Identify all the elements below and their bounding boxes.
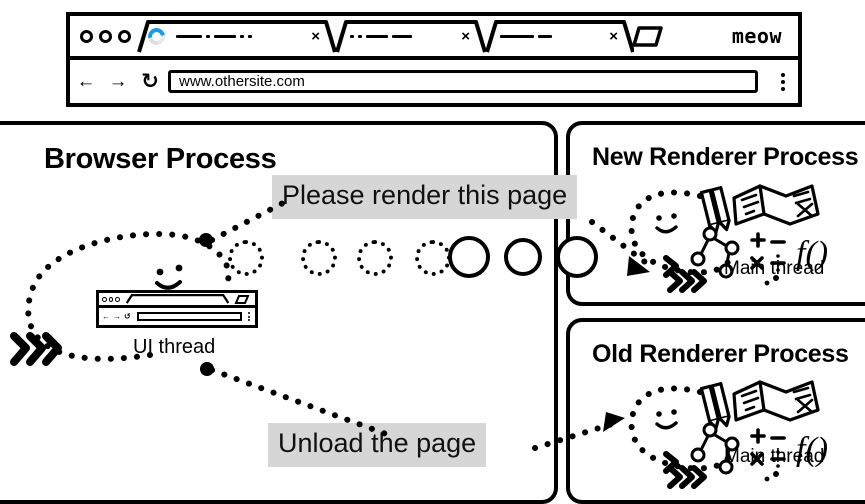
kebab-menu-icon[interactable] bbox=[768, 72, 798, 91]
new-tab-button[interactable] bbox=[630, 25, 664, 47]
book-mark bbox=[796, 398, 814, 414]
mini-kebab-icon bbox=[248, 312, 252, 321]
mini-back-icon: ← bbox=[102, 311, 110, 321]
panel-title-old-renderer: Old Renderer Process bbox=[592, 340, 849, 368]
tab-title-placeholder bbox=[172, 34, 304, 38]
book-lines bbox=[740, 386, 812, 412]
panel-title-browser-process: Browser Process bbox=[44, 143, 277, 175]
address-bar[interactable]: www.othersite.com bbox=[168, 70, 758, 93]
task-circle-pending bbox=[228, 240, 264, 276]
math-symbols-icon bbox=[750, 232, 786, 272]
mini-tab-shape bbox=[125, 294, 230, 304]
tab-title-placeholder bbox=[346, 34, 454, 38]
tab-close-icon[interactable]: × bbox=[311, 27, 320, 45]
pencil-icon bbox=[699, 382, 731, 430]
old-renderer-work-icons: f() bbox=[626, 378, 865, 488]
sparkle-dots bbox=[764, 275, 779, 286]
svg-text:f(): f() bbox=[796, 235, 828, 272]
node-graph-icon bbox=[690, 422, 740, 475]
function-icon: f() bbox=[796, 235, 828, 272]
browser-window: × × bbox=[66, 12, 802, 107]
task-circle-active bbox=[556, 236, 598, 278]
node-graph-icon bbox=[690, 226, 740, 279]
back-icon[interactable]: ← bbox=[76, 71, 96, 92]
mini-forward-icon: → bbox=[113, 311, 121, 321]
forward-icon[interactable]: → bbox=[108, 71, 128, 92]
browser-toolbar: ← → ↻ www.othersite.com bbox=[70, 60, 798, 107]
tab-shape bbox=[128, 19, 336, 53]
tab-title-placeholder bbox=[496, 34, 602, 38]
tab-shape bbox=[476, 19, 634, 53]
tab-strip: × × bbox=[70, 16, 798, 60]
new-renderer-main-thread-label: Main thread bbox=[724, 258, 825, 279]
task-circle-pending bbox=[301, 240, 337, 276]
mini-reload-icon: ↺ bbox=[124, 311, 131, 321]
address-bar-value: www.othersite.com bbox=[179, 73, 305, 90]
ui-thread-icon: ← → ↺ bbox=[96, 290, 258, 328]
browser-tab-second[interactable]: × bbox=[326, 19, 486, 53]
mini-address-bar bbox=[136, 312, 242, 321]
math-symbols-icon bbox=[750, 428, 786, 468]
callout-please-render: Please render this page bbox=[272, 175, 578, 219]
reload-icon[interactable]: ↻ bbox=[141, 70, 159, 93]
tab-loading-spinner-icon bbox=[144, 24, 169, 48]
callout-unload-page: Unload the page bbox=[268, 423, 487, 467]
window-control-dot[interactable] bbox=[80, 29, 93, 43]
book-lines bbox=[740, 190, 812, 216]
ui-thread-label: UI thread bbox=[133, 336, 216, 358]
window-control-dot[interactable] bbox=[99, 29, 112, 43]
browser-tab-third[interactable]: × bbox=[476, 19, 634, 53]
new-renderer-work-icons: f() bbox=[626, 182, 865, 292]
function-icon: f() bbox=[796, 431, 828, 468]
sparkle-dots bbox=[764, 471, 779, 482]
task-circle-pending bbox=[357, 240, 393, 276]
tab-close-icon[interactable]: × bbox=[609, 27, 618, 45]
tab-close-icon[interactable]: × bbox=[461, 27, 470, 45]
book-mark bbox=[796, 202, 814, 218]
window-control-dot[interactable] bbox=[118, 29, 131, 43]
browser-brand-label: meow bbox=[731, 24, 782, 48]
old-renderer-main-thread-label: Main thread bbox=[724, 446, 825, 467]
pencil-icon bbox=[699, 186, 731, 234]
svg-text:f(): f() bbox=[796, 431, 828, 468]
task-circle-pending bbox=[415, 240, 451, 276]
panel-title-new-renderer: New Renderer Process bbox=[592, 143, 859, 171]
window-controls[interactable] bbox=[70, 29, 138, 43]
browser-tab-loading[interactable]: × bbox=[128, 19, 336, 53]
task-circle-active bbox=[504, 238, 542, 276]
task-circle-active bbox=[448, 236, 490, 278]
